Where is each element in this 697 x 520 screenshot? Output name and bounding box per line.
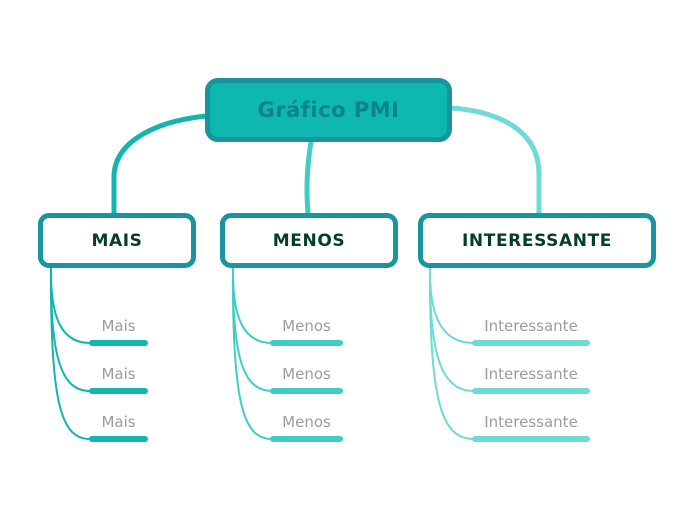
branch-node-menos[interactable]: MENOS <box>220 213 398 268</box>
leaf-item-label: Interessante <box>484 365 578 383</box>
leaf-item-interessante-2[interactable]: Interessante <box>472 365 590 394</box>
branch-node-interessante-label: INTERESSANTE <box>462 230 612 251</box>
connector-root-mais <box>111 113 209 216</box>
connector-mais-item-3 <box>49 265 91 440</box>
leaf-item-menos-3[interactable]: Menos <box>270 413 343 442</box>
leaf-underline <box>89 388 148 394</box>
leaf-underline <box>472 436 590 442</box>
leaf-item-menos-2[interactable]: Menos <box>270 365 343 394</box>
connector-interessante-item-2 <box>428 265 475 392</box>
connector-interessante-item-1 <box>428 265 475 344</box>
connector-mais-item-1 <box>49 265 91 344</box>
connector-mais-item-2 <box>49 265 91 392</box>
leaf-item-interessante-3[interactable]: Interessante <box>472 413 590 442</box>
leaf-underline <box>472 388 590 394</box>
leaf-underline <box>270 388 343 394</box>
leaf-item-interessante-1[interactable]: Interessante <box>472 317 590 346</box>
leaf-item-label: Menos <box>282 365 331 383</box>
leaf-item-label: Mais <box>101 317 136 335</box>
leaf-item-menos-1[interactable]: Menos <box>270 317 343 346</box>
leaf-item-mais-1[interactable]: Mais <box>89 317 148 346</box>
leaf-underline <box>270 340 343 346</box>
branch-node-menos-label: MENOS <box>272 230 346 251</box>
connector-root-interessante <box>449 105 542 216</box>
leaf-item-label: Mais <box>101 365 136 383</box>
connector-menos-item-1 <box>231 265 273 344</box>
leaf-item-label: Interessante <box>484 317 578 335</box>
branch-node-interessante[interactable]: INTERESSANTE <box>418 213 656 268</box>
branch-node-mais-label: MAIS <box>91 230 143 251</box>
leaf-item-label: Mais <box>101 413 136 431</box>
connector-interessante-item-3 <box>428 265 475 440</box>
root-node-label: Gráfico PMI <box>257 98 400 122</box>
root-node[interactable]: Gráfico PMI <box>205 78 452 142</box>
leaf-item-label: Interessante <box>484 413 578 431</box>
leaf-underline <box>270 436 343 442</box>
leaf-underline <box>472 340 590 346</box>
leaf-underline <box>89 340 148 346</box>
connector-menos-item-3 <box>231 265 273 440</box>
leaf-underline <box>89 436 148 442</box>
connector-menos-item-2 <box>231 265 273 392</box>
leaf-item-label: Menos <box>282 317 331 335</box>
leaf-item-mais-2[interactable]: Mais <box>89 365 148 394</box>
leaf-item-mais-3[interactable]: Mais <box>89 413 148 442</box>
branch-node-mais[interactable]: MAIS <box>38 213 196 268</box>
connector-root-menos <box>304 139 314 216</box>
leaf-item-label: Menos <box>282 413 331 431</box>
